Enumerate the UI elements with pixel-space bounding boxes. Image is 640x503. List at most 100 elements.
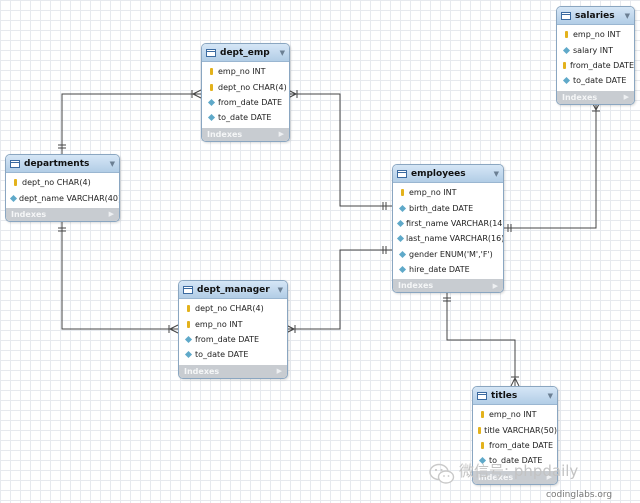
column-row[interactable]: dept_no CHAR(4): [202, 79, 289, 94]
wechat-icon: [429, 463, 455, 487]
column-row[interactable]: emp_no INT: [202, 64, 289, 79]
column-row[interactable]: emp_no INT: [393, 185, 503, 200]
column-row[interactable]: from_date DATE: [557, 58, 634, 73]
table-departments[interactable]: departments ▼ dept_no CHAR(4) dept_name VAR…: [5, 154, 120, 222]
column-label: dept_no CHAR(4): [22, 178, 91, 188]
relationship-line[interactable]: [446, 292, 516, 386]
primary-key-icon: [478, 426, 482, 434]
column-row[interactable]: to_date DATE: [473, 453, 557, 468]
column-label: title VARCHAR(50): [484, 425, 557, 435]
primary-key-icon: [478, 411, 486, 419]
indexes-bar[interactable]: Indexes▶: [557, 90, 634, 104]
column-row[interactable]: to_date DATE: [557, 73, 634, 88]
indexes-bar[interactable]: Indexes ▶: [179, 364, 287, 378]
relationship-line[interactable]: [286, 249, 392, 330]
column-row[interactable]: emp_no INT: [473, 407, 557, 422]
column-label: emp_no INT: [195, 319, 243, 329]
collapse-arrow-icon[interactable]: ▼: [624, 11, 630, 20]
column-row[interactable]: to_date DATE: [202, 110, 289, 125]
expand-indexes-icon[interactable]: ▶: [623, 93, 629, 102]
collapse-arrow-icon[interactable]: ▼: [279, 48, 285, 57]
column-row[interactable]: gender ENUM('M','F'): [393, 247, 503, 262]
column-row[interactable]: dept_no CHAR(4): [179, 301, 287, 316]
table-icon: [397, 169, 407, 178]
table-header[interactable]: titles▼: [473, 387, 557, 405]
column-row[interactable]: first_name VARCHAR(14): [393, 216, 503, 231]
relationship-line[interactable]: [61, 222, 178, 330]
column-label: to_date DATE: [218, 113, 272, 123]
collapse-arrow-icon[interactable]: ▼: [493, 169, 499, 178]
indexes-bar[interactable]: Indexes▶: [202, 127, 289, 141]
relationship-line[interactable]: [502, 102, 597, 229]
table-name: departments: [24, 158, 90, 169]
column-row[interactable]: from_date DATE: [473, 438, 557, 453]
column-row[interactable]: emp_no INT: [179, 316, 287, 331]
table-dept-emp[interactable]: dept_emp ▼ emp_no INT dept_no CHAR(4) from_d…: [201, 43, 290, 142]
table-dept-manager[interactable]: dept_manager▼ dept_no CHAR(4) emp_no INT fr…: [178, 280, 288, 379]
table-salaries[interactable]: salaries▼ emp_no INT salary INT from_date D…: [556, 6, 635, 105]
primary-key-icon: [398, 189, 406, 197]
column-diamond-icon: [184, 351, 192, 359]
column-label: emp_no INT: [573, 30, 621, 40]
column-label: to_date DATE: [489, 456, 543, 466]
column-label: from_date DATE: [218, 97, 283, 107]
expand-indexes-icon[interactable]: ▶: [492, 281, 498, 290]
collapse-arrow-icon[interactable]: ▼: [277, 285, 283, 294]
column-label: hire_date DATE: [409, 265, 470, 275]
table-name: dept_emp: [220, 47, 270, 58]
column-row[interactable]: to_date DATE: [179, 347, 287, 362]
collapse-arrow-icon[interactable]: ▼: [109, 159, 115, 168]
relationship-line[interactable]: [288, 93, 392, 207]
expand-indexes-icon[interactable]: ▶: [546, 473, 552, 482]
column-diamond-icon: [398, 204, 406, 212]
expand-indexes-icon[interactable]: ▶: [276, 367, 282, 376]
primary-key-icon: [207, 83, 215, 91]
table-header[interactable]: dept_manager▼: [179, 281, 287, 299]
column-row[interactable]: dept_name VARCHAR(40): [6, 190, 119, 205]
indexes-label: Indexes: [184, 366, 220, 376]
table-titles[interactable]: titles▼ emp_no INT title VARCHAR(50) from_d…: [472, 386, 558, 485]
column-label: to_date DATE: [195, 350, 249, 360]
column-diamond-icon: [207, 98, 215, 107]
table-icon: [477, 391, 487, 400]
column-row[interactable]: from_date DATE: [202, 95, 289, 110]
column-row[interactable]: emp_no INT: [557, 27, 634, 42]
column-label: emp_no INT: [489, 410, 537, 420]
indexes-bar[interactable]: Indexes▶: [393, 279, 503, 293]
column-label: salary INT: [573, 45, 613, 55]
column-label: dept_no CHAR(4): [218, 82, 287, 92]
relationship-line[interactable]: [61, 93, 201, 154]
table-header[interactable]: departments ▼: [6, 155, 119, 173]
column-label: from_date DATE: [569, 60, 634, 70]
table-header[interactable]: dept_emp ▼: [202, 44, 289, 62]
primary-key-icon: [184, 305, 192, 313]
column-diamond-icon: [207, 114, 215, 122]
expand-indexes-icon[interactable]: ▶: [108, 210, 114, 219]
column-diamond-icon: [9, 194, 18, 202]
column-label: dept_name VARCHAR(40): [19, 193, 120, 203]
collapse-arrow-icon[interactable]: ▼: [547, 391, 553, 400]
column-row[interactable]: from_date DATE: [179, 332, 287, 347]
column-label: first_name VARCHAR(14): [406, 218, 504, 228]
column-row[interactable]: title VARCHAR(50): [473, 422, 557, 437]
table-icon: [183, 285, 193, 294]
primary-key-icon: [11, 179, 19, 187]
column-row[interactable]: hire_date DATE: [393, 262, 503, 277]
column-label: from_date DATE: [489, 440, 554, 450]
indexes-bar[interactable]: Indexes▶: [473, 470, 557, 484]
table-header[interactable]: salaries▼: [557, 7, 634, 25]
indexes-bar[interactable]: Indexes▶: [6, 207, 119, 221]
column-diamond-icon: [398, 250, 406, 258]
column-row[interactable]: salary INT: [557, 42, 634, 57]
column-row[interactable]: dept_no CHAR(4): [6, 175, 119, 190]
expand-indexes-icon[interactable]: ▶: [278, 130, 284, 139]
primary-key-icon: [207, 68, 215, 76]
table-name: employees: [411, 168, 466, 179]
column-diamond-icon: [562, 46, 570, 54]
column-diamond-icon: [398, 266, 406, 274]
column-row[interactable]: last_name VARCHAR(16): [393, 231, 503, 246]
column-row[interactable]: birth_date DATE: [393, 200, 503, 215]
table-header[interactable]: employees ▼: [393, 165, 503, 183]
